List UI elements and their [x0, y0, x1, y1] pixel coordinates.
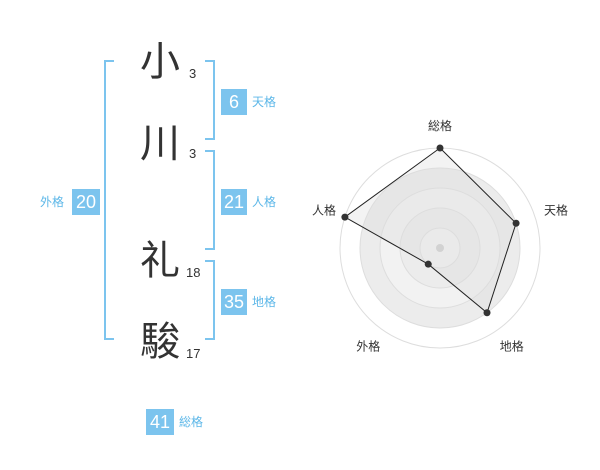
radar-point-1	[436, 144, 444, 152]
radar-point-4	[424, 260, 432, 268]
name-char-1: 小	[140, 39, 180, 85]
radar-point-2	[512, 219, 520, 227]
name-char-2: 川	[140, 121, 180, 167]
radar-axis-label-1: 総格	[428, 118, 452, 133]
radar-axis-label-3: 地格	[500, 339, 524, 354]
name-char-3: 礼	[140, 238, 180, 284]
chikaku-badge: 35	[221, 289, 247, 315]
soukaku-label: 総格	[179, 415, 204, 429]
gaikaku-label: 外格	[40, 195, 65, 209]
tenkaku-badge: 6	[221, 89, 247, 115]
soukaku-badge: 41	[146, 409, 174, 435]
tenkaku-label: 天格	[252, 95, 277, 109]
name-char-4: 駿	[140, 319, 180, 365]
radar-axis-label-4: 外格	[356, 339, 380, 354]
radar-axis-label-2: 天格	[544, 202, 568, 217]
chikaku-bracket	[205, 260, 215, 340]
radar-axis-label-5: 人格	[312, 202, 336, 217]
chikaku-label: 地格	[252, 295, 277, 309]
jinkaku-badge: 21	[221, 189, 247, 215]
stroke-count-4: 17	[186, 346, 201, 361]
stroke-count-3: 18	[186, 265, 201, 280]
radar-point-3	[483, 309, 491, 317]
stroke-count-2: 3	[189, 146, 197, 161]
gaikaku-badge: 20	[72, 189, 100, 215]
tenkaku-bracket	[205, 60, 215, 140]
gaikaku-bracket	[104, 60, 114, 340]
radar-point-5	[341, 213, 349, 221]
radar-polygon	[343, 147, 517, 314]
radar-center-dot	[436, 244, 444, 252]
jinkaku-label: 人格	[252, 195, 277, 209]
jinkaku-bracket	[205, 150, 215, 250]
stroke-count-1: 3	[189, 66, 197, 81]
